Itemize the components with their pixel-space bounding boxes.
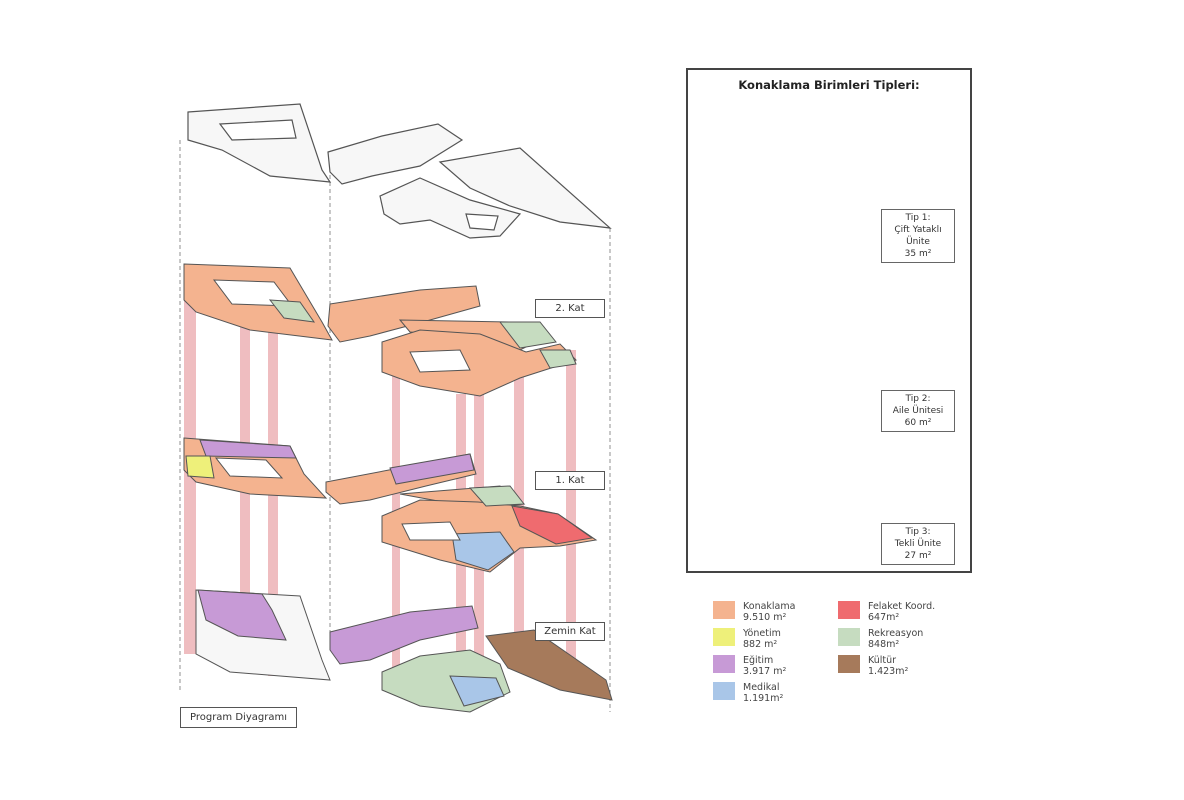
vertical-core (240, 322, 250, 672)
legend-label: Konaklama (743, 601, 796, 612)
legend-area: 647m² (868, 612, 900, 623)
legend-swatch (838, 655, 860, 673)
floor-1-center-edu (389, 453, 475, 485)
floor-1 (183, 437, 598, 573)
unit-type-2-line1: Tip 2: (905, 394, 931, 404)
program-diagram-title: Program Diyagramı (180, 707, 297, 728)
projection-lines (179, 140, 611, 712)
roof-slab-west (187, 103, 332, 183)
legend-area: 848m² (868, 639, 900, 650)
legend-swatch (713, 655, 735, 673)
floor-2-east-rec (498, 321, 557, 349)
legend-area: 1.423m² (868, 666, 909, 677)
unit-type-1-label: Tip 1: Çift Yataklı Ünite 35 m² (881, 209, 955, 263)
floor-1-west-edu (199, 439, 297, 459)
unit-type-3-line1: Tip 3: (905, 527, 931, 537)
legend-swatch (713, 628, 735, 646)
vertical-core (184, 300, 196, 654)
floor-2-east-court (409, 349, 471, 373)
ground-floor-label: Zemin Kat (535, 622, 605, 641)
floor-1-label: 1. Kat (535, 471, 605, 490)
unit-type-2-area: 60 m² (904, 418, 932, 428)
unit-type-1-area: 35 m² (904, 249, 932, 259)
legend-area: 882 m² (743, 639, 778, 650)
unit-type-1-line2: Çift Yataklı (894, 225, 942, 235)
ground-floor (195, 589, 613, 713)
floor-2-west-rec (268, 299, 316, 323)
legend-swatch (713, 601, 735, 619)
floor-1-east-court (401, 521, 461, 541)
unit-type-1-line1: Tip 1: (905, 213, 931, 223)
unit-type-1-line3: Ünite (906, 237, 930, 247)
unit-type-2-label: Tip 2: Aile Ünitesi 60 m² (881, 390, 955, 432)
floor-1-west-court (214, 457, 284, 479)
legend-area: 3.917 m² (743, 666, 787, 677)
floor-1-east-disaster (511, 505, 594, 545)
roof-slab-center (327, 123, 464, 185)
unit-type-3-area: 27 m² (904, 551, 932, 561)
floor-1-east-rec (468, 485, 525, 507)
floor-1-east-medical (451, 531, 515, 571)
floor-2-east-slab (381, 329, 577, 397)
floor-2-east-rec-2 (539, 349, 577, 369)
legend-label: Kültür (868, 655, 897, 666)
legend-label: Medikal (743, 682, 780, 693)
ground-center-slab (329, 605, 479, 665)
unit-type-3-label: Tip 3: Tekli Ünite 27 m² (881, 523, 955, 565)
unit-types-title: Konaklama Birimleri Tipleri: (738, 78, 920, 92)
roof-level (187, 103, 612, 239)
vertical-core (566, 350, 576, 690)
unit-types-panel: Konaklama Birimleri Tipleri: Tip 1: Çift… (686, 68, 972, 573)
ground-east-medical (449, 675, 505, 707)
floor-2-center-slab (327, 285, 481, 343)
ground-west-edu (197, 589, 287, 641)
legend-label: Felaket Koord. (868, 601, 936, 612)
legend-area: 1.191m² (743, 693, 784, 704)
unit-type-2-line2: Aile Ünitesi (892, 406, 944, 416)
legend-label: Yönetim (743, 628, 781, 639)
roof-slab-east-upper (438, 147, 612, 229)
legend-label: Eğitim (743, 655, 774, 666)
floor-2-label: 2. Kat (535, 299, 605, 318)
legend-swatch (838, 628, 860, 646)
legend-swatch (713, 682, 735, 700)
vertical-core (268, 328, 278, 676)
legend-swatch (838, 601, 860, 619)
legend-label: Rekreasyon (868, 628, 924, 639)
floor-2 (183, 263, 577, 397)
floor-1-west-admin (185, 455, 215, 479)
unit-type-3-line2: Tekli Ünite (894, 539, 942, 549)
ground-culture (485, 629, 613, 701)
roof-slab-east-lower (379, 177, 522, 239)
legend-area: 9.510 m² (743, 612, 787, 623)
